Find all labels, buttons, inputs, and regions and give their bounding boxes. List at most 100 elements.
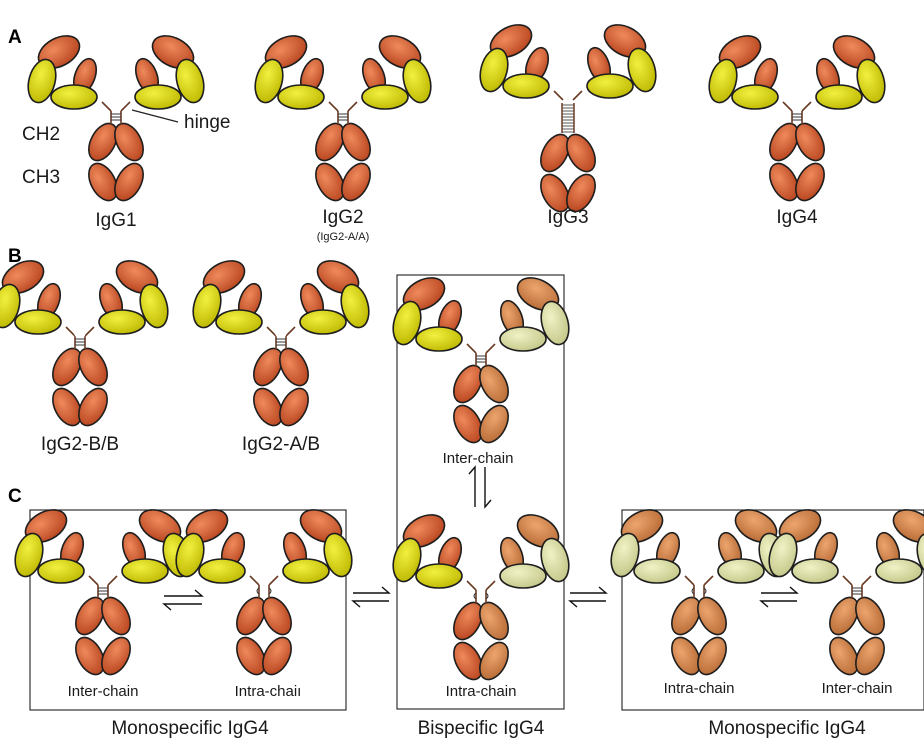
vl-domain [175,58,205,104]
antibody-bispecific-intra [392,514,570,681]
vl-domain [340,283,370,329]
ch2-domain [315,122,345,162]
monospecific-right-box [621,509,924,711]
igg3-label: IgG3 [547,207,588,228]
cl-domain [37,558,85,584]
equilibrium-arrow-left-bispecific [351,586,391,608]
hinge-chain [572,90,583,101]
vh-domain [892,509,924,543]
hinge-chain [801,101,812,112]
monospecific-left-caption: Monospecific IgG4 [111,718,269,739]
igg2-label: IgG2 [322,207,363,228]
hinge-chain [782,101,793,112]
cl-domain [277,84,325,110]
hinge-chain [861,575,872,586]
igg2-subtitle: (IgG2-A/A) [317,231,370,243]
vl-domain [323,532,353,578]
hinge-chain [703,575,714,586]
ch3-label: CH3 [22,167,60,188]
ch2-domain [697,596,727,636]
vl-domain [479,47,509,93]
vl-domain [768,532,798,578]
hinge-chain [553,90,564,101]
hinge-chain [328,101,339,112]
hinge-chain [684,575,695,586]
ch3-domain [315,162,345,202]
bispecific-box [396,274,565,710]
equilibrium-arrow-bispecific-right [568,586,608,608]
intra-disulfide [473,592,477,600]
cl-domain [134,84,182,110]
igg4-label: IgG4 [776,207,818,228]
ch2-domain [88,122,118,162]
vl-domain [175,532,205,578]
hinge-chain [285,326,296,337]
ch3-domain [236,636,266,676]
ch3-domain [453,641,483,681]
bispecific-intra-chain-label: Intra-chain [446,683,517,700]
hinge-chain [268,575,279,586]
ch3-domain [855,636,885,676]
antibody-igg1 [27,35,205,202]
hinge-chain [266,326,277,337]
ch3-domain [101,636,131,676]
antibody-mono-left-inter [14,509,192,676]
ch2-domain [855,596,885,636]
bispecific-caption: Bispecific IgG4 [418,718,545,739]
ch2-label: CH2 [22,124,60,145]
ch2-domain [75,596,105,636]
intra-disulfide [691,587,695,595]
ch3-domain [78,387,108,427]
hinge-chain [842,575,853,586]
cl-domain [282,558,330,584]
ch3-domain [769,162,799,202]
hinge-chain [347,101,358,112]
panel-label-c: C [8,486,22,507]
ch3-domain [262,636,292,676]
cl-domain [14,309,62,335]
vl-domain [627,47,657,93]
hinge-disulfide [62,312,96,337]
ch2-domain [341,122,371,162]
cl-domain [875,558,923,584]
cl-domain [98,309,146,335]
hinge-chain [88,575,99,586]
intra-disulfide [256,587,260,595]
equilibrium-arrow-left-box [162,589,204,611]
panel-label-a: A [8,27,22,48]
ch3-domain [479,404,509,444]
vl-domain [610,532,640,578]
ch2-domain [479,601,509,641]
vl-domain [540,300,570,346]
right-inter-chain-label: Inter-chain [822,680,893,697]
vl-domain [192,283,222,329]
vl-domain [540,537,570,583]
cl-domain [299,309,347,335]
antibody-igg2 [254,35,432,202]
ch2-domain [829,596,859,636]
antibody-mono-right-intra [610,509,788,676]
antibody-bispecific-inter [392,277,570,444]
hinge-chain [84,326,95,337]
ch3-domain [279,387,309,427]
ch2-domain [479,364,509,404]
hinge-pointer-line [131,109,179,123]
vl-domain [708,58,738,104]
antibody-mono-right-inter [768,509,924,676]
ch3-domain [253,387,283,427]
cl-domain [731,84,779,110]
ch3-domain [540,173,570,213]
ch2-domain [279,347,309,387]
antibody-mono-left-intra [175,509,353,676]
hinge-chain [466,343,477,354]
cl-domain [633,558,681,584]
cl-domain [502,73,550,99]
intra-disulfide [485,592,489,600]
cl-domain [791,558,839,584]
antibody-igg4 [708,35,886,202]
igg2-bb-label: IgG2-B/B [41,434,119,455]
vl-domain [392,300,422,346]
ch2-domain [236,596,266,636]
ch3-domain [52,387,82,427]
cl-domain [215,309,263,335]
